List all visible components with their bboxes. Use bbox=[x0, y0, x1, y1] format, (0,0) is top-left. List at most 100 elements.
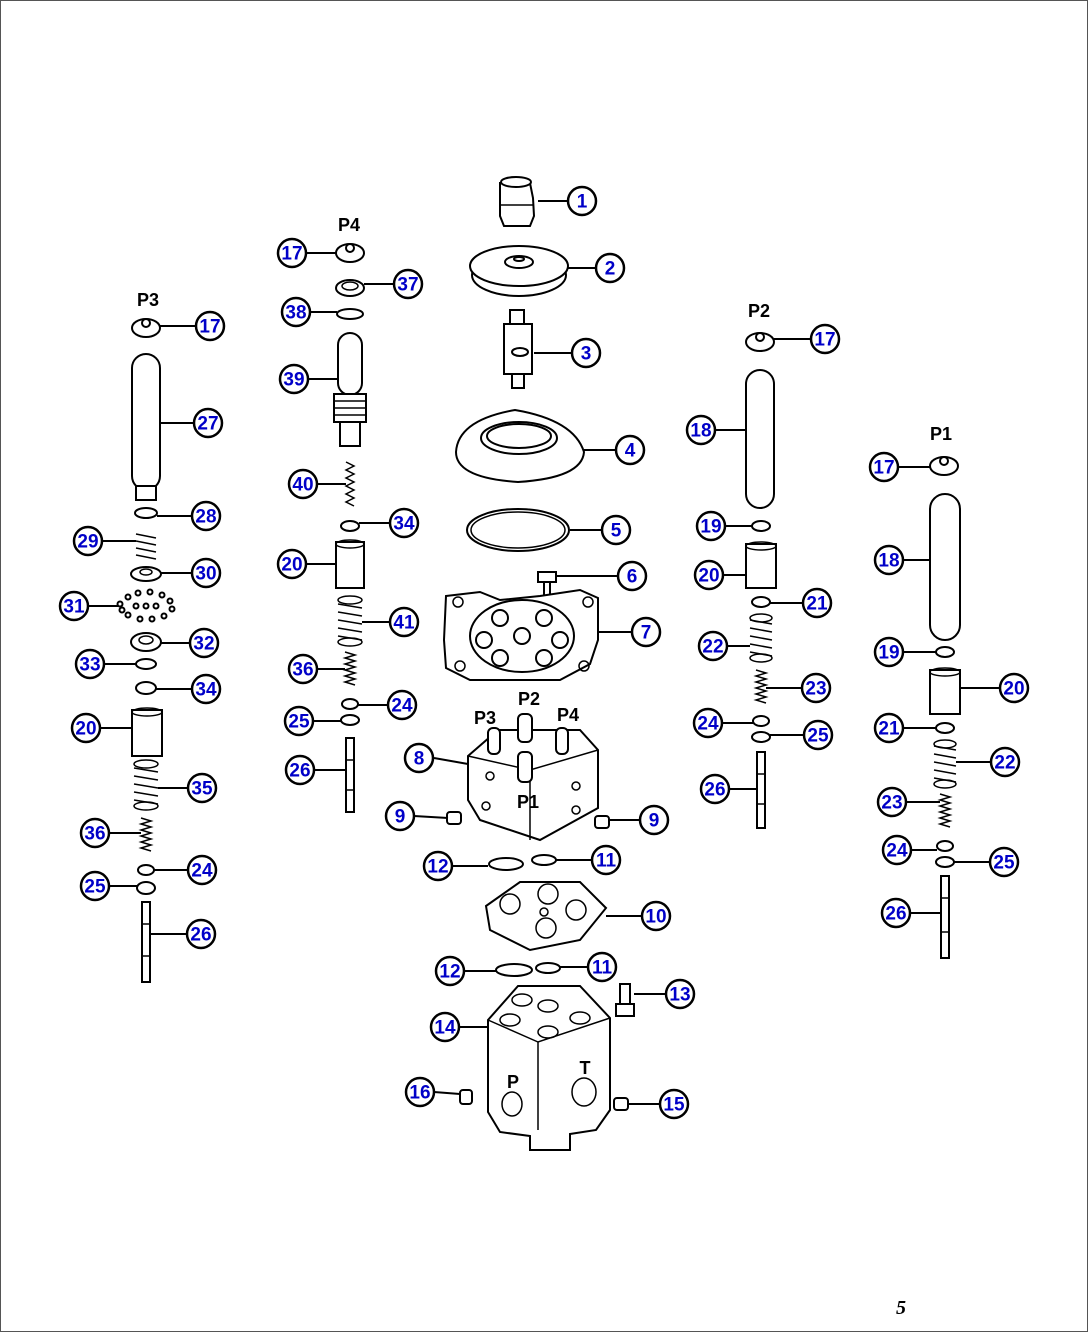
callout-bubble bbox=[388, 606, 420, 638]
callout-bubble bbox=[880, 897, 912, 929]
callout-12: 12 bbox=[422, 850, 488, 882]
callout-bubble bbox=[186, 772, 218, 804]
callout-20: 20 bbox=[70, 712, 132, 744]
callout-number: 37 bbox=[397, 275, 418, 296]
callout-number: 25 bbox=[288, 712, 310, 733]
callout-bubble bbox=[873, 712, 905, 744]
callout-34: 34 bbox=[359, 507, 420, 539]
callout-1: 1 bbox=[538, 185, 598, 217]
callout-bubble bbox=[802, 719, 834, 751]
label-body-p3: P3 bbox=[474, 708, 496, 728]
callout-number: 3 bbox=[581, 344, 592, 365]
callout-number: 23 bbox=[805, 679, 826, 700]
callout-number: 18 bbox=[878, 551, 899, 572]
callout-36: 36 bbox=[287, 653, 345, 685]
callout-number: 35 bbox=[191, 779, 213, 800]
callout-31: 31 bbox=[58, 590, 118, 622]
callout-number: 20 bbox=[281, 555, 302, 576]
callout-number: 12 bbox=[439, 962, 460, 983]
callout-bubble bbox=[190, 673, 222, 705]
label-body-p4: P4 bbox=[557, 705, 579, 725]
callout-13: 13 bbox=[634, 978, 696, 1010]
callout-number: 14 bbox=[434, 1018, 456, 1039]
callout-bubble bbox=[881, 834, 913, 866]
callout-bubble bbox=[434, 955, 466, 987]
callout-bubble bbox=[590, 844, 622, 876]
callout-bubble bbox=[800, 672, 832, 704]
callout-23: 23 bbox=[876, 786, 940, 818]
callout-number: 25 bbox=[84, 877, 106, 898]
callout-bubble bbox=[614, 434, 646, 466]
part-15-plug bbox=[613, 1097, 629, 1111]
callout-bubble bbox=[185, 918, 217, 950]
part-12-o-ring-lower bbox=[495, 963, 533, 977]
callout-38: 38 bbox=[280, 296, 337, 328]
callout-36: 36 bbox=[79, 817, 141, 849]
callout-8: 8 bbox=[403, 742, 469, 774]
callout-bubble bbox=[988, 846, 1020, 878]
callout-bubble bbox=[404, 1076, 436, 1108]
callout-number: 38 bbox=[285, 303, 306, 324]
callout-number: 6 bbox=[627, 567, 638, 588]
callout-number: 39 bbox=[283, 370, 304, 391]
callout-26: 26 bbox=[699, 773, 757, 805]
callout-number: 15 bbox=[663, 1095, 685, 1116]
callout-bubble bbox=[58, 590, 90, 622]
callout-number: 7 bbox=[641, 623, 652, 644]
callout-number: 10 bbox=[645, 907, 666, 928]
callout-39: 39 bbox=[278, 363, 338, 395]
callout-5: 5 bbox=[570, 514, 632, 546]
callout-bubble bbox=[616, 560, 648, 592]
p3-column-parts bbox=[116, 318, 176, 983]
callout-number: 4 bbox=[625, 441, 636, 462]
part-12-o-ring-upper bbox=[488, 857, 524, 871]
part-5-o-ring bbox=[466, 508, 570, 552]
part-10-plate bbox=[484, 881, 608, 952]
callout-number: 19 bbox=[700, 517, 721, 538]
p4-column-parts bbox=[333, 243, 367, 813]
part-8-body bbox=[467, 713, 599, 842]
callout-19: 19 bbox=[873, 636, 936, 668]
callout-25: 25 bbox=[954, 846, 1020, 878]
callout-6: 6 bbox=[556, 560, 648, 592]
callout-bubble bbox=[283, 705, 315, 737]
callout-number: 31 bbox=[63, 597, 85, 618]
callout-number: 24 bbox=[697, 714, 719, 735]
callout-bubble bbox=[685, 414, 717, 446]
part-9-plug-left bbox=[446, 811, 462, 825]
callout-bubble bbox=[190, 500, 222, 532]
callout-24: 24 bbox=[358, 689, 418, 721]
callout-bubble bbox=[998, 672, 1030, 704]
callout-17: 17 bbox=[276, 237, 336, 269]
callout-25: 25 bbox=[283, 705, 341, 737]
callout-bubble bbox=[868, 451, 900, 483]
callout-leader bbox=[433, 757, 469, 765]
callout-number: 9 bbox=[395, 807, 406, 828]
callout-bubble bbox=[74, 648, 106, 680]
callout-15: 15 bbox=[628, 1088, 690, 1120]
callout-17: 17 bbox=[868, 451, 930, 483]
callout-37: 37 bbox=[364, 268, 424, 300]
callout-number: 27 bbox=[197, 414, 218, 435]
label-p3-column: P3 bbox=[137, 290, 159, 310]
callout-number: 24 bbox=[886, 841, 908, 862]
callout-bubble bbox=[276, 237, 308, 269]
callout-35: 35 bbox=[158, 772, 218, 804]
callout-number: 21 bbox=[878, 719, 900, 740]
callout-bubble bbox=[192, 407, 224, 439]
callout-25: 25 bbox=[770, 719, 834, 751]
callout-bubble bbox=[278, 363, 310, 395]
callout-33: 33 bbox=[74, 648, 136, 680]
callout-bubble bbox=[276, 548, 308, 580]
callout-22: 22 bbox=[956, 746, 1021, 778]
callout-leader bbox=[413, 815, 449, 819]
callout-number: 32 bbox=[193, 634, 214, 655]
callout-number: 13 bbox=[669, 985, 690, 1006]
callout-26: 26 bbox=[150, 918, 217, 950]
part-7-plate bbox=[442, 588, 599, 681]
callout-number: 8 bbox=[414, 749, 425, 770]
callout-21: 21 bbox=[770, 587, 833, 619]
callout-29: 29 bbox=[72, 525, 136, 557]
